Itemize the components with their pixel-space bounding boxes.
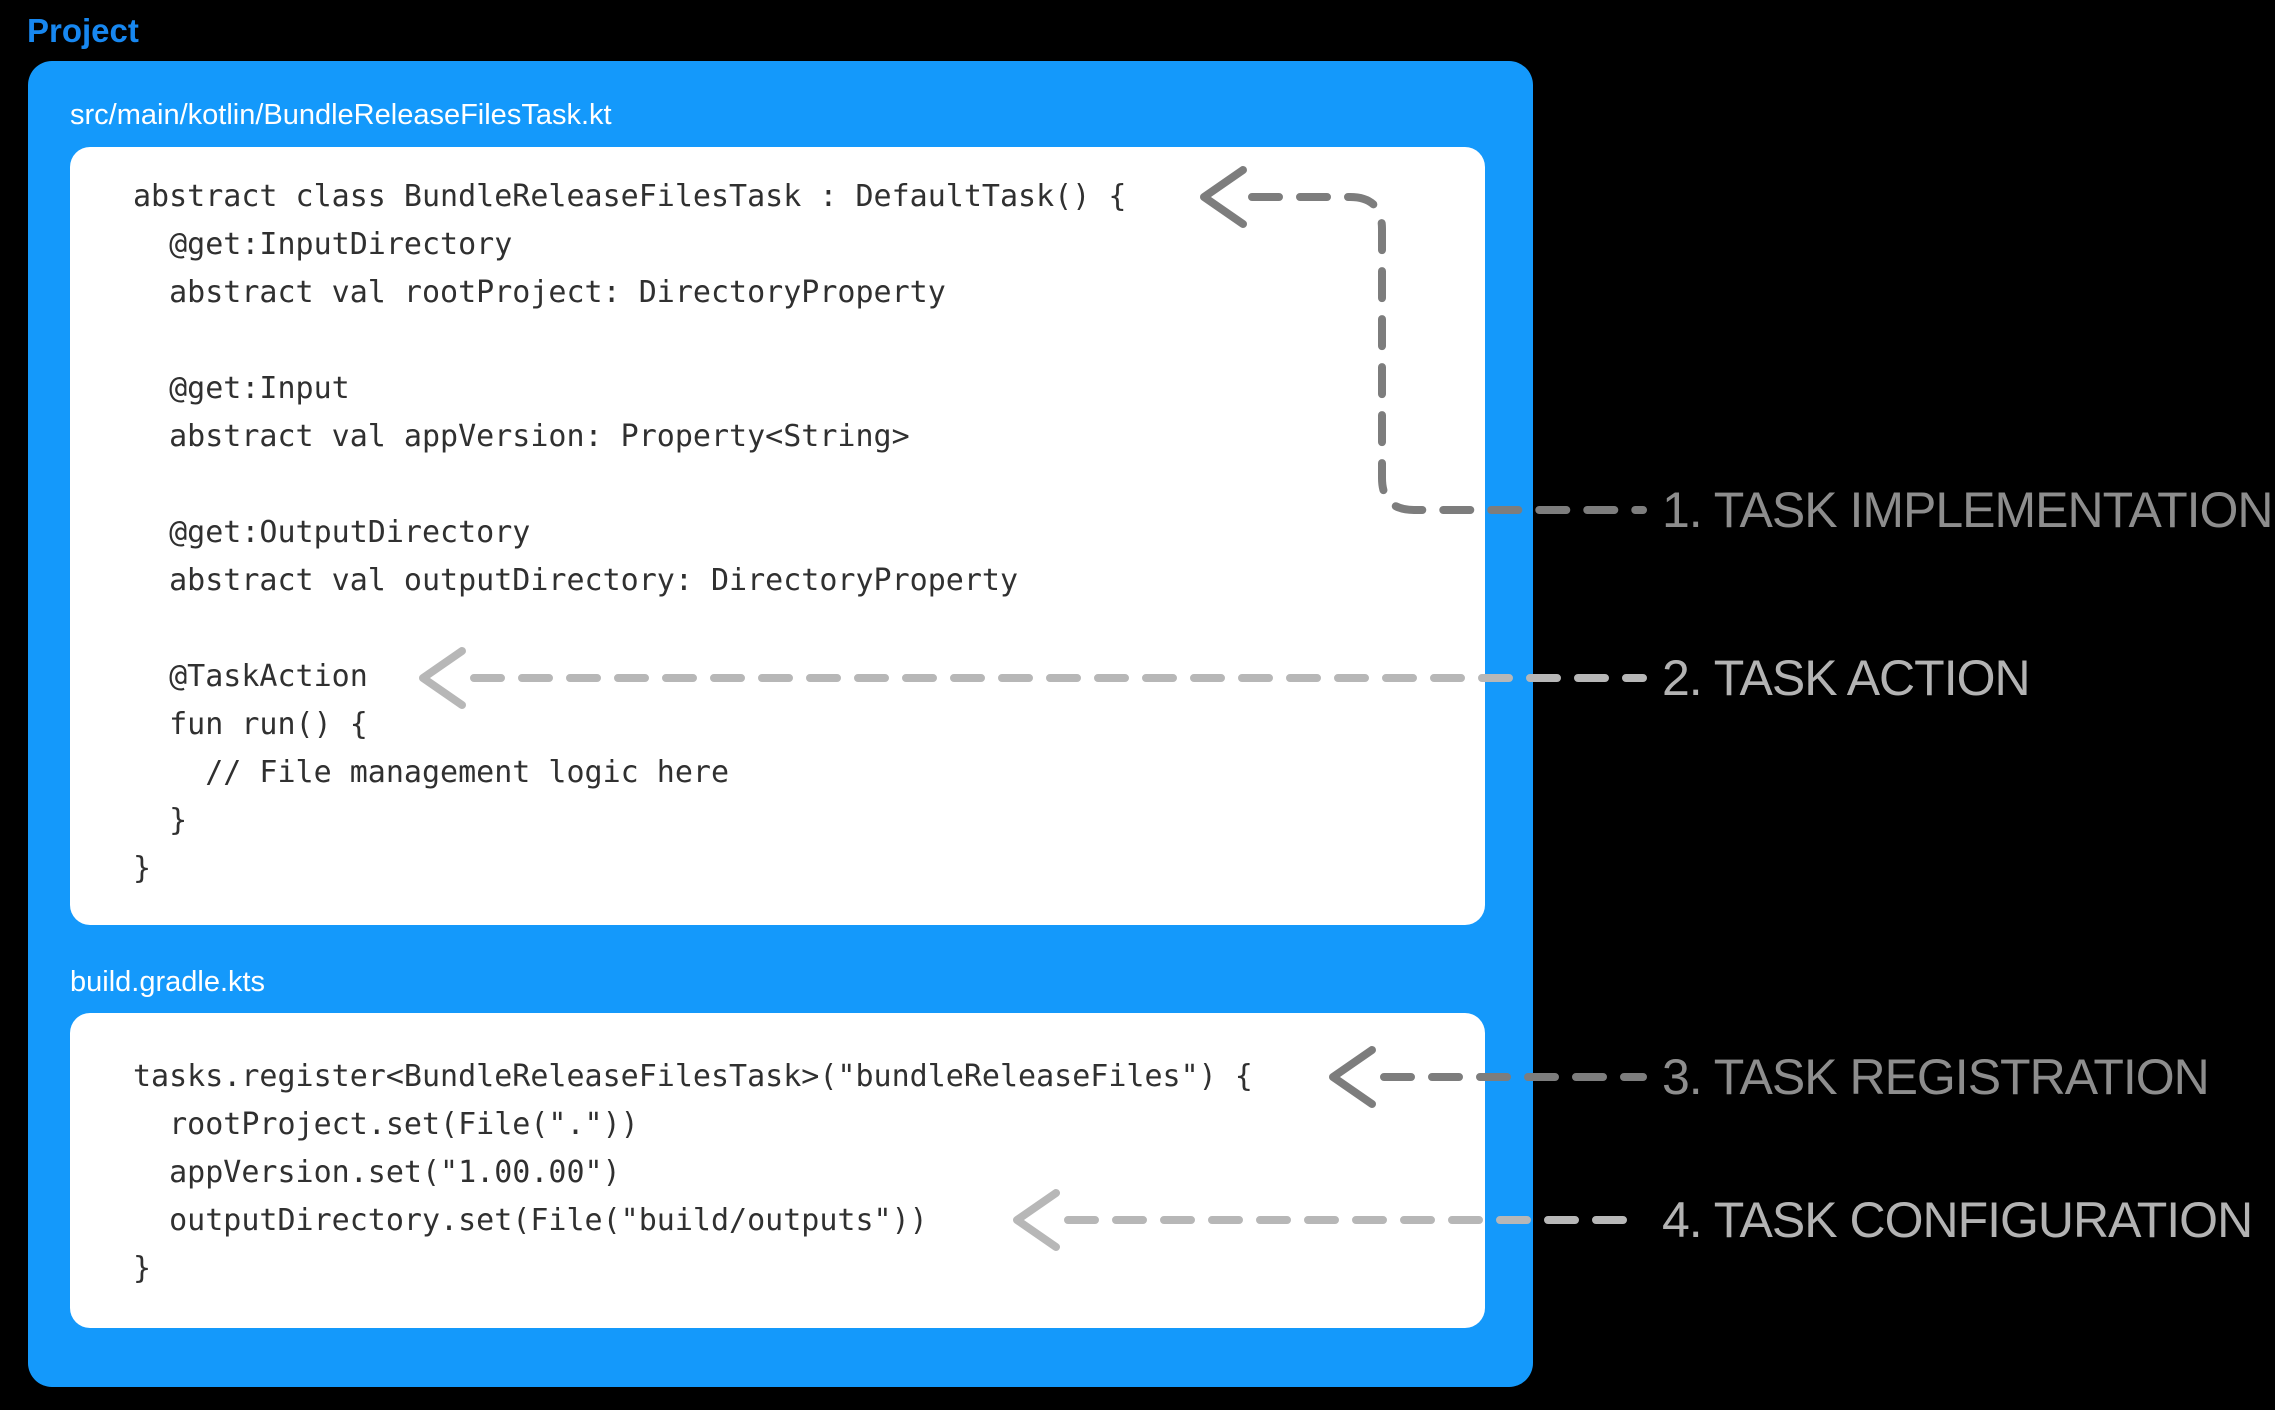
annotation-task-action: 2. TASK ACTION — [1662, 650, 2031, 706]
kotlin-code: abstract class BundleReleaseFilesTask : … — [133, 179, 1127, 886]
project-title: Project — [27, 12, 139, 49]
annotation-task-registration: 3. TASK REGISTRATION — [1662, 1049, 2210, 1105]
file-path-label-gradle: build.gradle.kts — [70, 966, 266, 998]
gradle-code: tasks.register<BundleReleaseFilesTask>("… — [133, 1059, 1253, 1286]
code-box-gradle: tasks.register<BundleReleaseFilesTask>("… — [70, 1013, 1485, 1328]
annotation-task-configuration: 4. TASK CONFIGURATION — [1662, 1192, 2253, 1248]
code-box-kotlin: abstract class BundleReleaseFilesTask : … — [70, 147, 1485, 925]
project-container: src/main/kotlin/BundleReleaseFilesTask.k… — [28, 61, 1533, 1387]
file-path-label-kotlin: src/main/kotlin/BundleReleaseFilesTask.k… — [70, 99, 612, 131]
annotation-task-implementation: 1. TASK IMPLEMENTATION — [1662, 482, 2274, 538]
